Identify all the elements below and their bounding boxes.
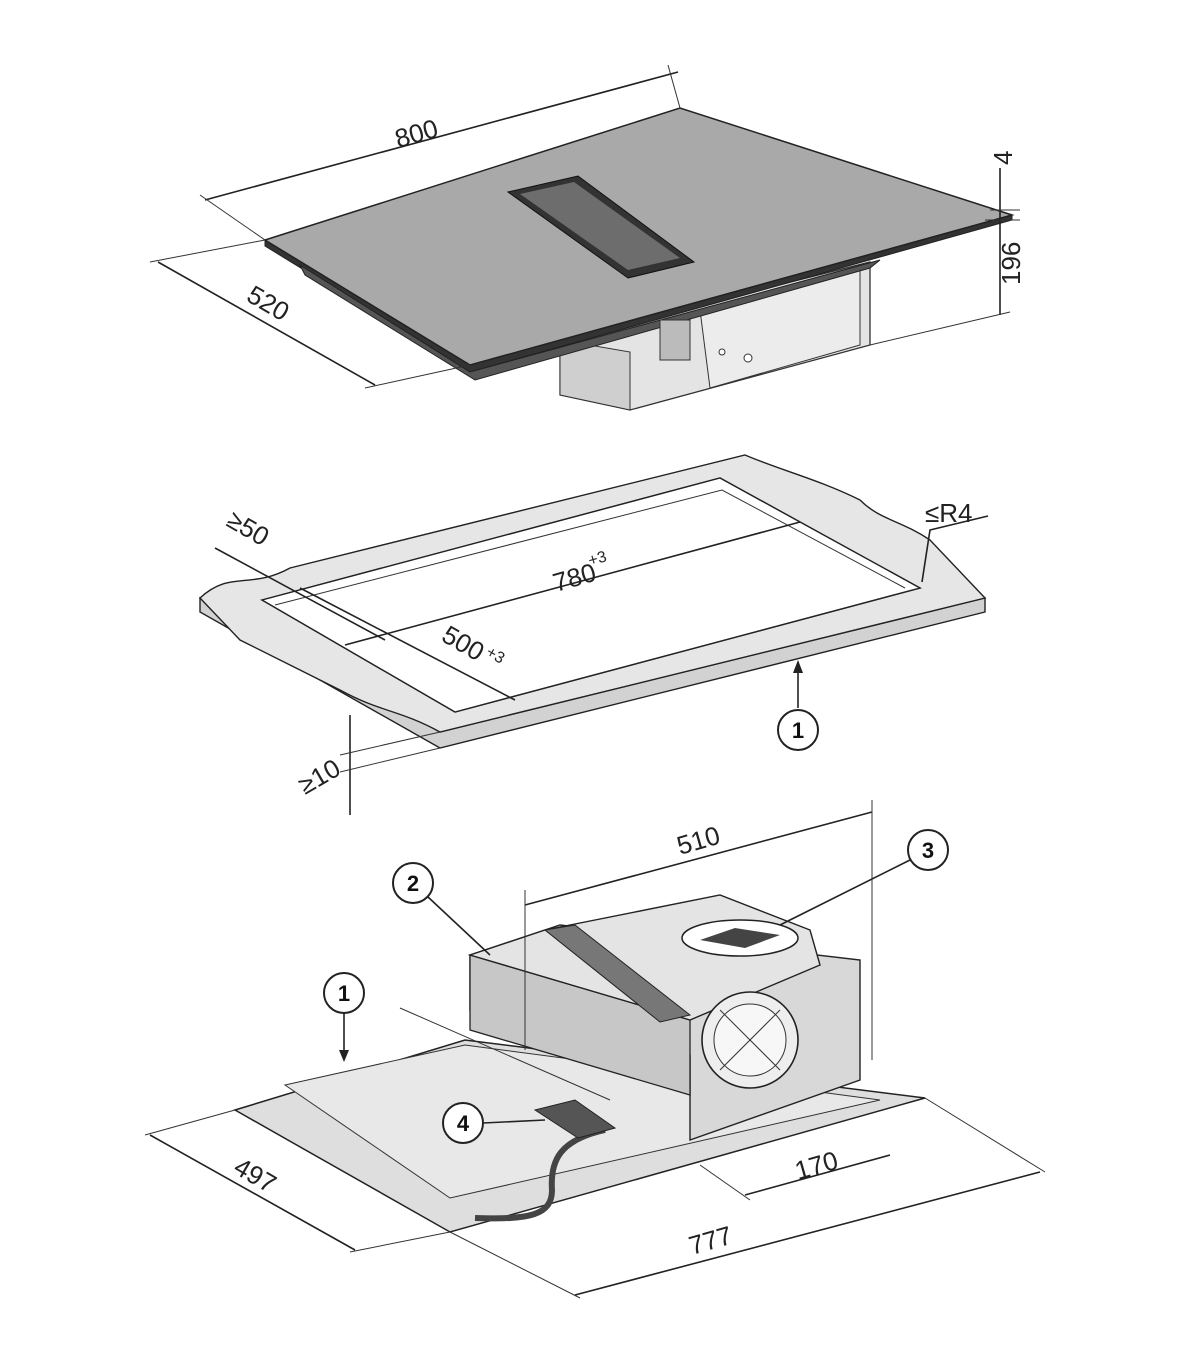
ext-line <box>199 194 266 241</box>
ext-line <box>364 364 471 389</box>
dim-label-height: 196 <box>996 242 1026 285</box>
hob-frame <box>298 259 881 381</box>
inlet-grille <box>700 928 780 948</box>
underside-drawing: 510 497 170 777 1 2 3 4 <box>144 800 1046 1299</box>
dim-line-outlet-offset <box>744 1154 891 1196</box>
dim-label-outlet-offset: 170 <box>791 1145 841 1186</box>
dim-line-min-front <box>214 547 386 641</box>
hob-drawing: 800 520 4 196 <box>149 64 1026 411</box>
power-cable <box>474 1127 606 1222</box>
dim-label-glass-thickness: 4 <box>988 151 1018 165</box>
dim-tolerance-cutout-depth: +3 <box>483 644 507 668</box>
callout-leader <box>427 896 491 956</box>
dim-line-cutout-width <box>344 521 801 646</box>
ext-line <box>149 239 266 263</box>
callout-label: 2 <box>407 871 419 896</box>
outlet-spoke <box>719 1009 781 1071</box>
dim-tolerance-cutout-width: +3 <box>586 548 608 569</box>
ext-line <box>667 64 681 109</box>
callout-label: 3 <box>922 838 934 863</box>
dim-label-width: 800 <box>391 113 441 154</box>
callout-circle <box>907 829 949 871</box>
ext-line <box>924 1097 1046 1173</box>
callout-label: 1 <box>792 718 804 743</box>
ext-line <box>339 747 441 773</box>
hob-housing-side <box>559 339 631 411</box>
cutout-inner-edge <box>274 489 906 606</box>
callout-circle <box>392 862 434 904</box>
dim-line-cutout-depth <box>299 587 516 701</box>
cutout-drawing: ≥50 780 +3 500 +3 ≤R4 ≥10 1 <box>199 454 989 815</box>
dim-line-plate-depth <box>149 1134 356 1251</box>
callout-label: 4 <box>457 1111 470 1136</box>
callout-leader <box>482 1119 546 1124</box>
dim-line-520 <box>157 261 376 386</box>
arrowhead-icon <box>339 1050 349 1062</box>
vent-grille <box>520 182 680 270</box>
dim-label-plate-depth: 497 <box>229 1151 282 1199</box>
callout-circle <box>777 709 819 751</box>
cable-connector <box>533 1099 617 1139</box>
terminal-detail <box>718 348 726 356</box>
ext-line <box>869 311 1011 346</box>
ext-line <box>699 1164 751 1201</box>
ext-line <box>449 1231 581 1299</box>
terminal-detail <box>743 353 753 363</box>
filter-strip <box>543 924 692 1023</box>
ext-line <box>399 1007 611 1101</box>
connector-detail <box>659 319 691 361</box>
dim-label-depth: 520 <box>242 279 295 327</box>
ext-line <box>349 1231 451 1253</box>
callout-leader <box>779 859 911 926</box>
leader-corner-radius <box>921 515 989 583</box>
dim-label-corner-radius: ≤R4 <box>925 498 973 528</box>
dim-label-min-front: ≥50 <box>222 504 274 552</box>
arrowhead-icon <box>793 660 803 673</box>
ext-line <box>339 731 441 756</box>
dim-line-800 <box>204 71 679 201</box>
callout-label: 1 <box>338 981 350 1006</box>
dim-label-worktop-thickness: ≥10 <box>293 753 345 801</box>
dim-line-plate-width <box>574 1171 1041 1296</box>
dim-line-fan-width <box>524 811 873 906</box>
ext-line <box>144 1109 236 1136</box>
